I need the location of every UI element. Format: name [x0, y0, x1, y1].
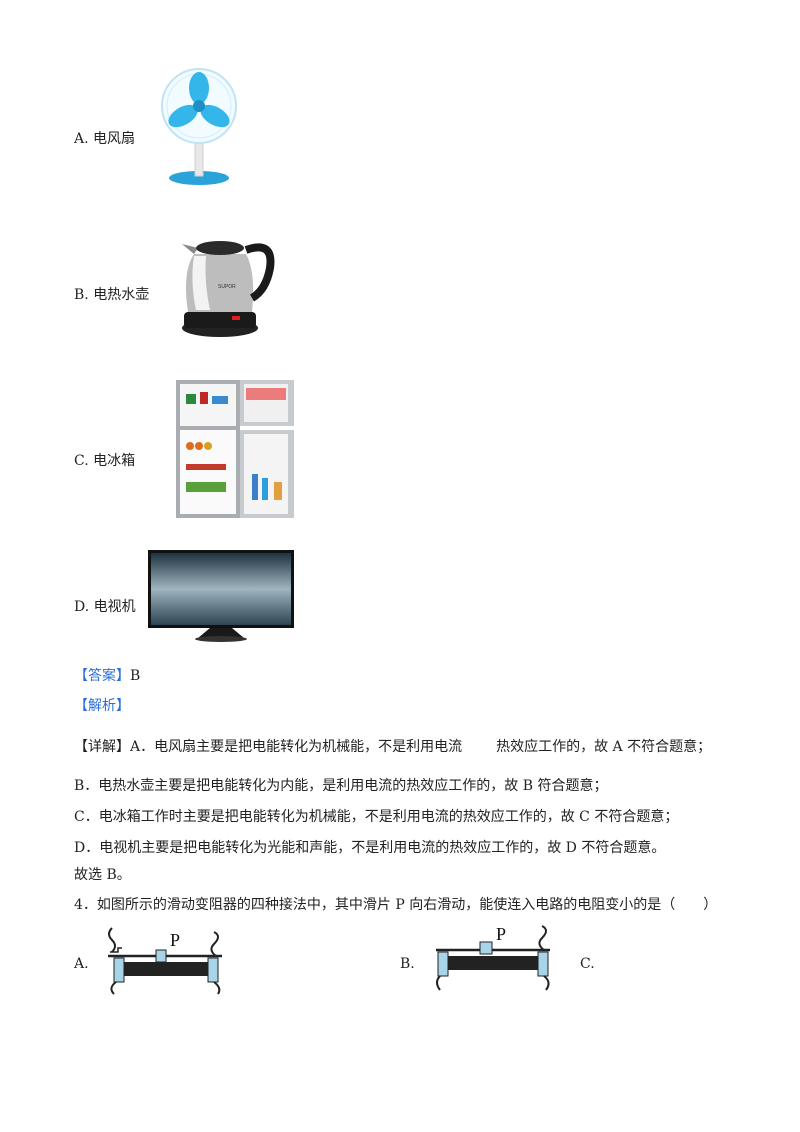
detail-a-part1: A．电风扇主要是把电能转化为机械能，不是利用电流 [130, 739, 463, 755]
slider-p-label: P [170, 930, 180, 950]
option-name: 电风扇 [93, 131, 136, 147]
answer-value: B [130, 668, 141, 684]
kettle-image: SUPOR [180, 232, 275, 340]
option-name: 电冰箱 [93, 453, 136, 469]
detail-tag: 【详解】 [74, 739, 130, 755]
detail-line-b: B．电热水壶主要是把电能转化为内能，是利用电流的热效应工作的，故 B 符合题意； [74, 778, 608, 794]
tv-image [148, 550, 294, 644]
kettle-brand-text: SUPOR [218, 284, 236, 290]
answer-tag: 【答案】 [74, 668, 130, 684]
analysis-tag: 【解析】 [74, 698, 130, 714]
option-name: 电视机 [93, 599, 136, 615]
q4-option-b-label: B. [400, 956, 415, 972]
option-c-label: C. 电冰箱 [74, 450, 135, 470]
option-a-label: A. 电风扇 [74, 128, 135, 148]
detail-a-part2: 热效应工作的，故 A 不符合题意； [496, 739, 712, 755]
option-b-label: B. 电热水壶 [74, 284, 149, 304]
question-4-text: 4．如图所示的滑动变阻器的四种接法中，其中滑片 P 向右滑动，能使连入电路的电阻… [74, 897, 718, 913]
slider-p-label: P [496, 924, 506, 944]
fan-image [158, 66, 240, 188]
q4-option-c-label: C. [580, 956, 595, 972]
rheostat-a-image: P [104, 926, 228, 998]
answer-line: 【答案】B [74, 665, 140, 685]
option-letter: C. [74, 453, 89, 469]
detail-conclusion: 故选 B。 [74, 867, 131, 883]
detail-line-c: C．电冰箱工作时主要是把电能转化为机械能，不是利用电流的热效应工作的，故 C 不… [74, 809, 679, 825]
detail-line-a: 【详解】A．电风扇主要是把电能转化为机械能，不是利用电流 热效应工作的，故 A 不… [74, 736, 711, 756]
rheostat-b-image: P [432, 920, 556, 992]
detail-line-d: D．电视机主要是把电能转化为光能和声能，不是利用电流的热效应工作的，故 D 不符… [74, 840, 666, 856]
option-letter: D. [74, 599, 90, 615]
option-name: 电热水壶 [93, 287, 150, 303]
option-letter: B. [74, 287, 89, 303]
fridge-image [174, 378, 296, 522]
option-letter: A. [74, 131, 89, 147]
option-d-label: D. 电视机 [74, 596, 136, 616]
q4-option-a-label: A. [74, 956, 89, 972]
